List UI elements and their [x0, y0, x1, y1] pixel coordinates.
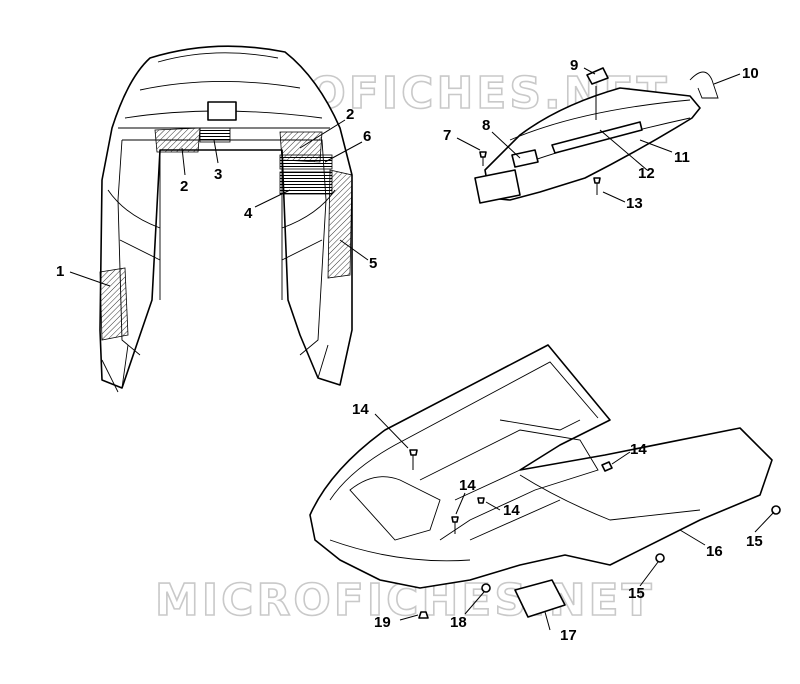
- callout-14-lower[interactable]: 14: [503, 502, 520, 519]
- callout-14-top[interactable]: 14: [352, 401, 369, 418]
- screw-13: [593, 177, 601, 184]
- push-pin-18: [481, 583, 491, 593]
- callout-12[interactable]: 12: [638, 165, 655, 182]
- mounting-bracket-assembly: [474, 67, 719, 204]
- callout-3[interactable]: 3: [214, 166, 222, 183]
- leader-lines: [69, 67, 775, 631]
- callout-5[interactable]: 5: [369, 255, 377, 272]
- bracket-foot-plate: [474, 169, 521, 204]
- callout-9[interactable]: 9: [570, 57, 578, 74]
- rivet-19: [418, 611, 429, 619]
- side-panel-left-decal: [99, 267, 129, 341]
- screw-7: [479, 151, 487, 158]
- callout-15-right[interactable]: 15: [746, 533, 763, 550]
- hood-center-pad: [199, 127, 231, 143]
- bracket-clip: [586, 67, 609, 85]
- push-pin-15b: [655, 553, 665, 563]
- callout-16[interactable]: 16: [706, 543, 723, 560]
- callout-1[interactable]: 1: [56, 263, 64, 280]
- spring-hook: [689, 71, 719, 99]
- hood-insulation-left: [154, 127, 201, 153]
- callout-2-right[interactable]: 2: [346, 106, 354, 123]
- callout-19[interactable]: 19: [374, 614, 391, 631]
- callout-4[interactable]: 4: [244, 205, 253, 222]
- bottom-pan-assembly: [309, 344, 781, 619]
- callout-6[interactable]: 6: [363, 128, 371, 145]
- callout-14-center[interactable]: 14: [459, 477, 476, 494]
- callout-10[interactable]: 10: [742, 65, 759, 82]
- skid-plate: [514, 579, 566, 618]
- screw-14d: [477, 497, 485, 504]
- bracket-strip: [551, 121, 643, 154]
- callout-8[interactable]: 8: [482, 117, 490, 134]
- insulation-upper: [279, 154, 333, 170]
- callout-13[interactable]: 13: [626, 195, 643, 212]
- side-panel-right-decal: [327, 169, 353, 279]
- callout-15-lower[interactable]: 15: [628, 585, 645, 602]
- callout-14-right[interactable]: 14: [630, 441, 647, 458]
- callout-18[interactable]: 18: [450, 614, 467, 631]
- screw-14c: [451, 516, 459, 523]
- screw-14a: [409, 449, 418, 456]
- callout-2-left[interactable]: 2: [180, 178, 188, 195]
- callout-11[interactable]: 11: [674, 149, 690, 166]
- callouts: 1 2 3 2 4 6 5 7 8 9 10 11 12 13 14 14 14…: [56, 57, 763, 644]
- screw-14b: [601, 461, 613, 472]
- bracket-pad: [511, 149, 539, 168]
- hood-assembly: [99, 45, 353, 393]
- callout-7[interactable]: 7: [443, 127, 451, 144]
- callout-17[interactable]: 17: [560, 627, 577, 644]
